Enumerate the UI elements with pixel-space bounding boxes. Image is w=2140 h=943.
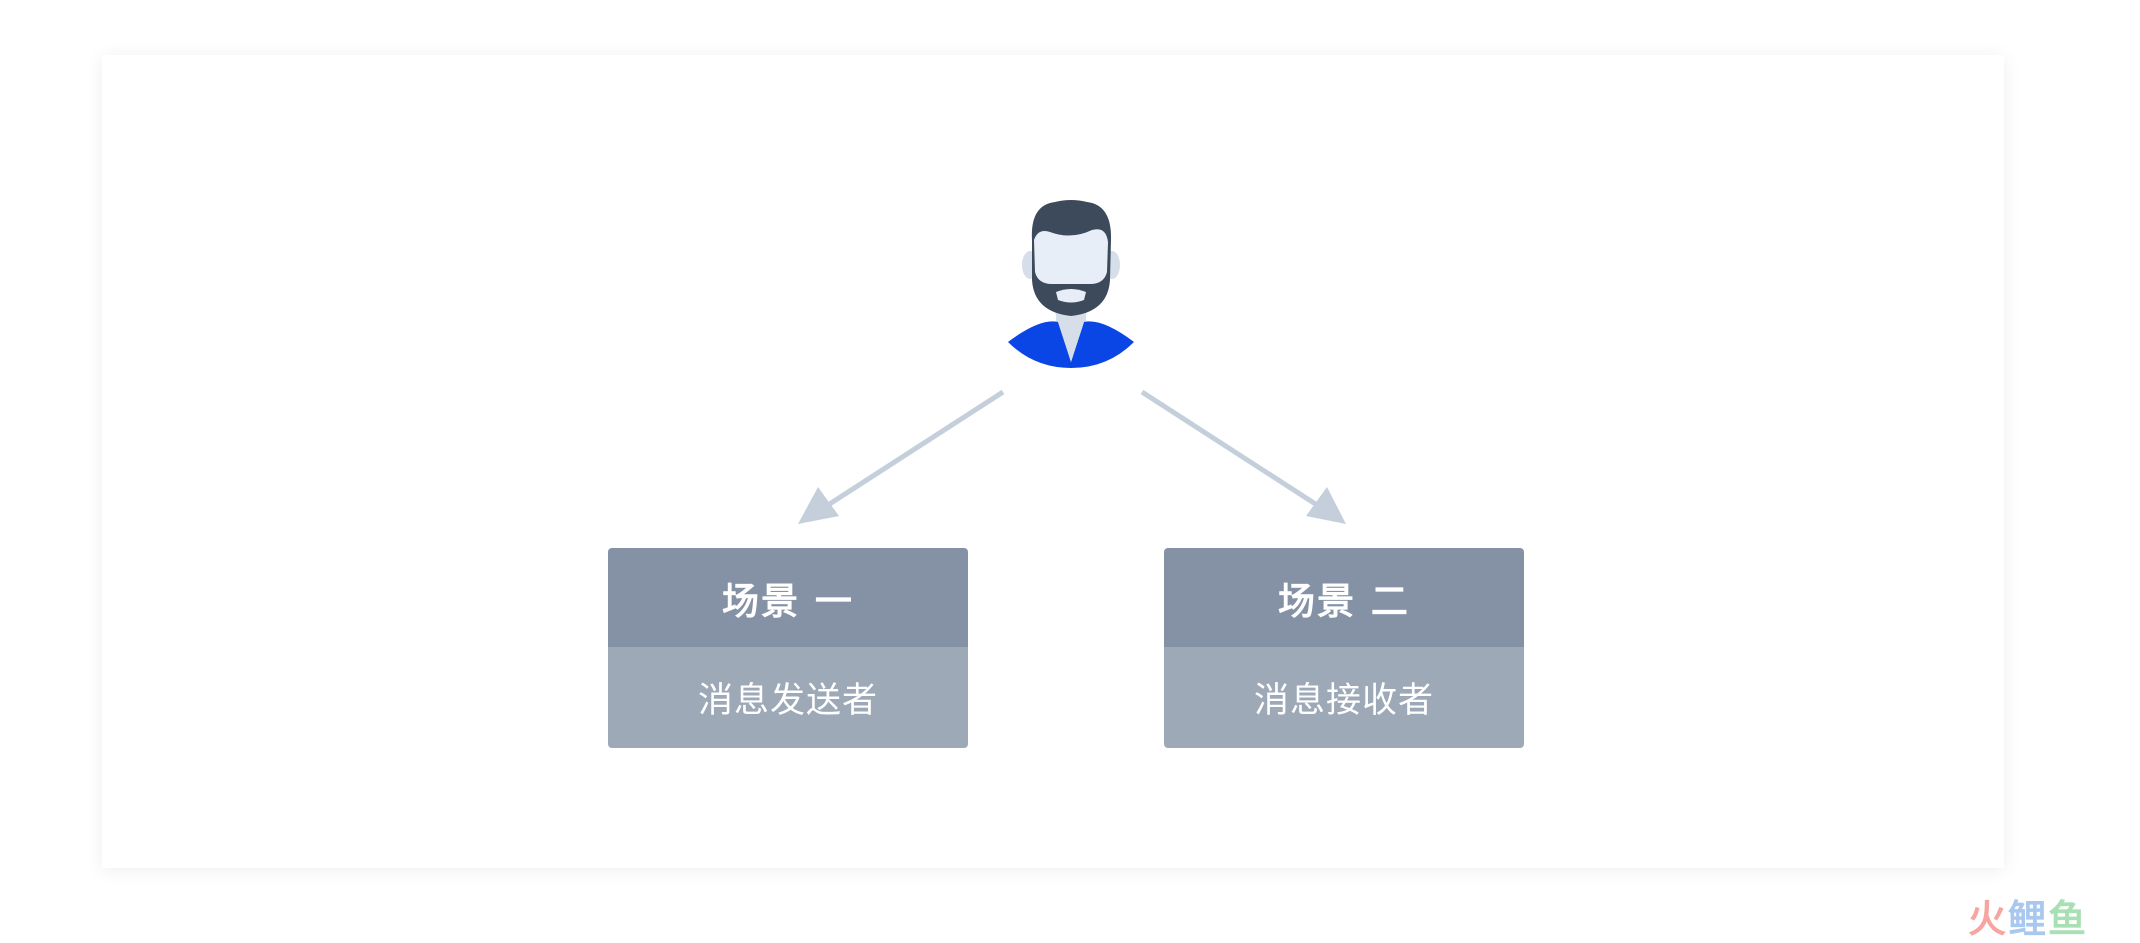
scenario-two-box: 场景 二 消息接收者 <box>1164 548 1524 748</box>
user-avatar-icon <box>1008 200 1134 368</box>
watermark-char-2: 鲤 <box>2008 897 2047 941</box>
scenario-two-title: 场景 二 <box>1164 548 1524 647</box>
scenario-two-role: 消息接收者 <box>1164 647 1524 748</box>
arrow-to-scenario-two <box>1140 389 1346 524</box>
scenario-one-role: 消息发送者 <box>608 647 968 748</box>
diagram-card <box>102 55 2004 868</box>
watermark-char-3: 鱼 <box>2048 897 2087 941</box>
scenario-one-box: 场景 一 消息发送者 <box>608 548 968 748</box>
scenario-one-title: 场景 一 <box>608 548 968 647</box>
watermark-logo: 火 鲤 鱼 <box>1968 888 2086 943</box>
watermark-char-1: 火 <box>1968 897 2007 941</box>
arrow-to-scenario-one <box>798 389 1005 524</box>
